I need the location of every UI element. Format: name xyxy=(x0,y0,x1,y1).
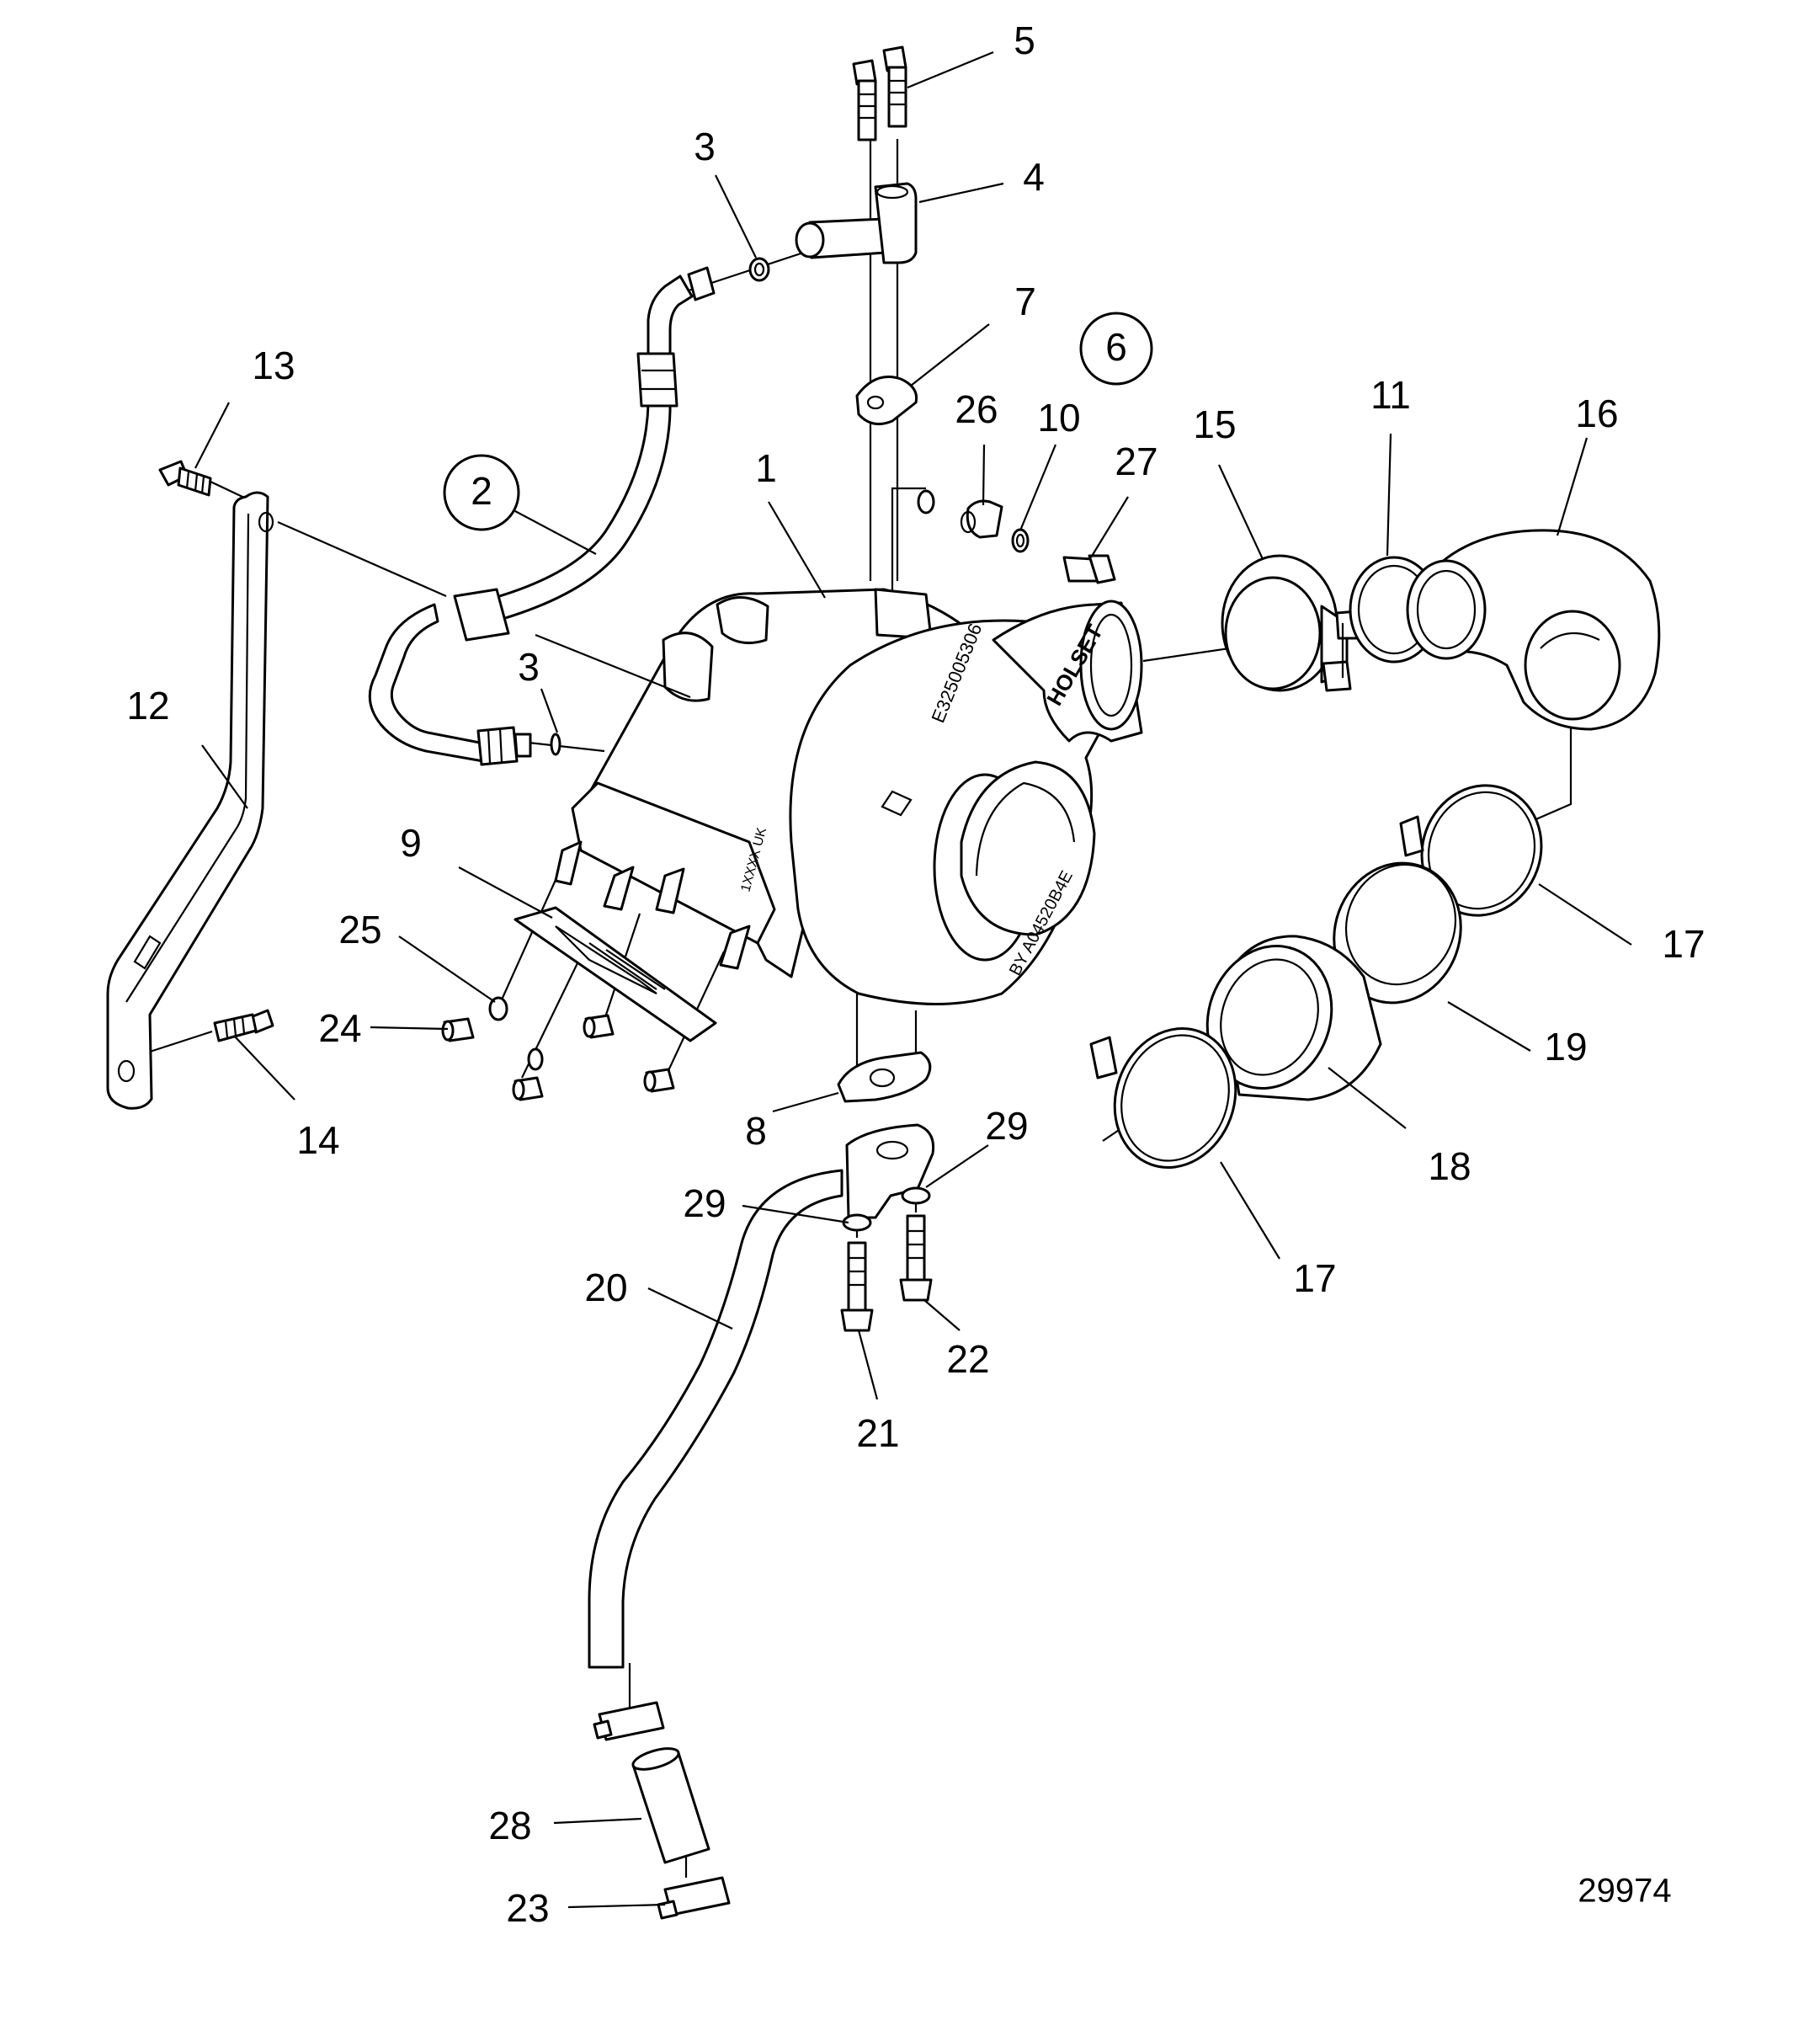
circled-callout-6: 6 xyxy=(1079,312,1153,386)
drain-hose-20 xyxy=(588,1169,843,1669)
callout-label-29-left: 29 xyxy=(683,1181,726,1225)
callout-label-15: 15 xyxy=(1193,402,1236,446)
callout-label-25: 25 xyxy=(338,908,381,951)
callout-label-5: 5 xyxy=(1014,19,1035,62)
callout-label-1: 1 xyxy=(755,446,777,490)
hose-clamp-23-upper xyxy=(593,1701,665,1741)
callout-label-18: 18 xyxy=(1428,1144,1471,1188)
nut-24-d xyxy=(643,1068,675,1093)
washer-6-seal xyxy=(917,489,935,514)
callout-label-20: 20 xyxy=(584,1266,627,1309)
turbocharger-1: E325005306 HOLSET BY A04520B4E 1XXXX UK xyxy=(554,588,1143,1005)
gasket-8 xyxy=(837,1051,932,1103)
hose-18 xyxy=(1205,935,1382,1101)
figure-number: 29974 xyxy=(1578,1873,1671,1910)
callout-label-23: 23 xyxy=(506,1886,549,1930)
callout-label-17-right: 17 xyxy=(1662,922,1705,966)
callout-label-27: 27 xyxy=(1115,440,1157,483)
gasket-7 xyxy=(855,376,918,426)
washer-29-right xyxy=(901,1186,931,1205)
callout-label-2: 2 xyxy=(471,469,492,513)
banjo-bolt-26 xyxy=(960,499,1003,539)
callout-label-17-bottom: 17 xyxy=(1293,1256,1336,1300)
callout-label-24: 24 xyxy=(318,1006,361,1050)
callout-numbers: 1 3 3 4 5 7 8 9 10 11 12 13 14 15 16 17 … xyxy=(126,19,1705,1930)
v-band-clamp-15 xyxy=(1221,554,1360,692)
callout-label-14: 14 xyxy=(296,1118,339,1162)
callout-label-3-lower: 3 xyxy=(518,645,540,689)
gasket-9 xyxy=(514,906,717,1042)
callout-label-12: 12 xyxy=(126,684,169,728)
nut-24-b xyxy=(512,1047,544,1101)
sealing-washer-3-upper xyxy=(748,257,770,282)
bolt-21 xyxy=(840,1241,874,1332)
sleeve-19 xyxy=(1333,861,1462,1005)
callout-label-19: 19 xyxy=(1544,1025,1587,1069)
connector-tube-28 xyxy=(631,1747,710,1864)
nut-24-c xyxy=(583,1014,615,1039)
sealing-washer-3-lower xyxy=(550,733,561,756)
callout-label-4: 4 xyxy=(1023,155,1045,199)
bolt-5-left xyxy=(852,59,877,141)
support-bracket-12 xyxy=(106,491,274,1110)
callout-label-8: 8 xyxy=(745,1109,767,1153)
oil-feed-pipe-2 xyxy=(368,266,716,766)
callout-label-29-right: 29 xyxy=(985,1104,1028,1148)
callout-leaders xyxy=(194,51,1632,1909)
callout-label-13: 13 xyxy=(252,344,295,387)
washer-25 xyxy=(488,996,508,1021)
callout-label-9: 9 xyxy=(400,821,422,865)
callout-label-7: 7 xyxy=(1014,280,1036,323)
bolt-5-right xyxy=(882,45,907,128)
bolt-14 xyxy=(213,1009,274,1042)
bolt-13 xyxy=(158,460,212,497)
callout-label-11: 11 xyxy=(1370,373,1411,417)
callout-label-22: 22 xyxy=(946,1337,989,1381)
banjo-fitting-4 xyxy=(795,182,918,264)
elbow-pipe-16 xyxy=(1406,529,1661,731)
callout-label-3-upper: 3 xyxy=(694,125,716,168)
callout-label-21: 21 xyxy=(856,1411,899,1455)
circled-callout-2: 2 xyxy=(443,454,520,531)
callout-label-26: 26 xyxy=(955,387,998,431)
hose-clamp-23-lower xyxy=(657,1876,731,1920)
callout-label-28: 28 xyxy=(488,1804,531,1847)
hose-clamp-17-upper xyxy=(1399,784,1543,917)
callout-label-6: 6 xyxy=(1105,325,1127,369)
washer-10 xyxy=(1011,528,1030,553)
nut-24-a xyxy=(441,1017,475,1042)
hose-clamp-17-lower xyxy=(1089,1027,1237,1169)
bolt-27 xyxy=(1062,554,1116,584)
bolt-22 xyxy=(899,1214,933,1302)
callout-label-10: 10 xyxy=(1037,396,1080,440)
callout-label-16: 16 xyxy=(1575,392,1618,435)
drain-flange xyxy=(845,1123,935,1219)
